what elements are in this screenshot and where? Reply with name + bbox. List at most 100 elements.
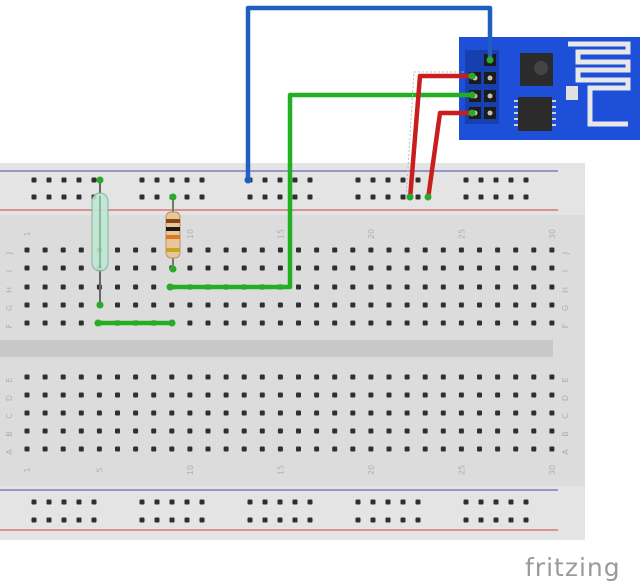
breadboard-hole[interactable] [296,374,301,380]
breadboard-hole[interactable] [187,302,193,308]
breadboard-hole[interactable] [513,320,519,326]
breadboard-hole[interactable] [42,410,48,416]
breadboard-hole[interactable] [307,499,313,505]
breadboard-hole[interactable] [24,392,30,398]
breadboard-hole[interactable] [385,194,391,200]
breadboard-hole[interactable] [223,247,229,253]
breadboard-hole[interactable] [531,410,537,416]
breadboard-hole[interactable] [184,194,190,200]
breadboard-hole[interactable] [477,410,482,416]
breadboard-hole[interactable] [404,446,410,452]
breadboard-hole[interactable] [440,247,446,253]
breadboard-hole[interactable] [400,194,406,200]
breadboard-hole[interactable] [91,517,97,523]
breadboard-hole[interactable] [60,410,66,416]
breadboard-hole[interactable] [60,392,66,398]
breadboard-hole[interactable] [478,177,484,183]
breadboard-hole[interactable] [96,446,102,452]
breadboard-hole[interactable] [139,517,145,523]
breadboard-hole[interactable] [42,247,48,253]
breadboard-hole[interactable] [151,302,157,308]
breadboard-hole[interactable] [513,247,519,253]
breadboard-hole[interactable] [368,284,374,290]
breadboard-hole[interactable] [422,428,428,434]
breadboard-hole[interactable] [42,428,48,434]
breadboard-hole[interactable] [531,247,537,253]
breadboard-hole[interactable] [314,446,320,452]
breadboard-hole[interactable] [477,392,482,398]
breadboard-hole[interactable] [205,302,211,308]
breadboard-hole[interactable] [277,374,283,380]
breadboard-hole[interactable] [458,265,464,271]
breadboard-hole[interactable] [549,446,555,452]
breadboard-hole[interactable] [296,410,301,416]
breadboard-hole[interactable] [549,320,555,326]
breadboard-hole[interactable] [513,410,519,416]
breadboard-hole[interactable] [187,247,193,253]
breadboard-hole[interactable] [241,446,247,452]
breadboard-hole[interactable] [440,302,446,308]
breadboard-hole[interactable] [292,177,298,183]
breadboard-hole[interactable] [415,194,421,200]
breadboard-hole[interactable] [46,194,52,200]
breadboard-hole[interactable] [513,392,519,398]
breadboard-hole[interactable] [440,446,446,452]
breadboard-hole[interactable] [404,284,410,290]
breadboard-hole[interactable] [463,194,469,200]
breadboard-hole[interactable] [277,302,283,308]
breadboard-hole[interactable] [404,320,410,326]
breadboard-hole[interactable] [368,247,374,253]
breadboard-hole[interactable] [139,194,145,200]
breadboard-hole[interactable] [350,302,356,308]
breadboard-hole[interactable] [422,247,428,253]
breadboard-hole[interactable] [296,284,301,290]
breadboard-hole[interactable] [78,247,84,253]
breadboard-hole[interactable] [78,284,84,290]
breadboard-hole[interactable] [151,428,157,434]
breadboard-hole[interactable] [292,194,298,200]
breadboard-hole[interactable] [76,517,82,523]
breadboard-hole[interactable] [139,177,145,183]
breadboard-hole[interactable] [332,410,338,416]
breadboard-hole[interactable] [513,428,519,434]
breadboard-hole[interactable] [307,517,313,523]
breadboard-hole[interactable] [314,247,320,253]
breadboard-hole[interactable] [477,265,482,271]
breadboard-hole[interactable] [307,177,313,183]
breadboard-hole[interactable] [368,265,374,271]
breadboard-hole[interactable] [223,302,229,308]
breadboard-hole[interactable] [440,320,446,326]
breadboard-hole[interactable] [115,428,120,434]
breadboard-hole[interactable] [350,428,356,434]
breadboard-hole[interactable] [199,177,205,183]
breadboard-hole[interactable] [241,302,247,308]
breadboard-hole[interactable] [458,302,464,308]
breadboard-hole[interactable] [60,446,66,452]
breadboard-hole[interactable] [422,265,428,271]
breadboard-hole[interactable] [400,499,406,505]
breadboard-hole[interactable] [385,177,391,183]
breadboard-hole[interactable] [355,499,361,505]
resistor[interactable] [165,196,181,270]
breadboard-hole[interactable] [115,410,120,416]
breadboard-hole[interactable] [531,320,537,326]
breadboard-hole[interactable] [422,392,428,398]
breadboard-hole[interactable] [277,247,283,253]
breadboard-hole[interactable] [133,247,139,253]
breadboard-hole[interactable] [78,265,84,271]
breadboard-hole[interactable] [154,194,160,200]
breadboard-hole[interactable] [115,392,120,398]
breadboard-hole[interactable] [42,302,48,308]
breadboard-hole[interactable] [385,499,391,505]
breadboard-hole[interactable] [314,265,320,271]
breadboard-hole[interactable] [184,177,190,183]
breadboard-hole[interactable] [355,194,361,200]
breadboard-hole[interactable] [247,194,253,200]
breadboard-hole[interactable] [404,265,410,271]
breadboard-hole[interactable] [368,446,374,452]
breadboard-hole[interactable] [386,265,392,271]
breadboard-hole[interactable] [184,499,190,505]
breadboard-hole[interactable] [169,446,175,452]
breadboard-hole[interactable] [531,302,537,308]
breadboard-hole[interactable] [332,428,338,434]
